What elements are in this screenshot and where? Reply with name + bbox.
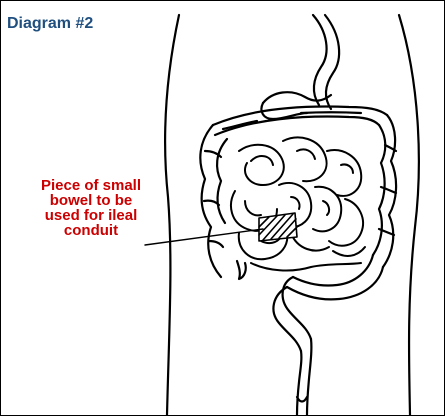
label-line: used for ileal [11,208,171,223]
sigmoid-colon [287,267,383,299]
label-line: conduit [11,223,171,238]
transverse-colon [213,107,387,125]
small-intestine-loops [231,137,365,270]
upper-tube [313,15,327,105]
label-line: Piece of small [11,178,171,193]
rectum [297,351,301,415]
highlighted-bowel-segment [259,213,297,241]
torso-right-outline [399,15,419,415]
stomach-outline [263,92,331,103]
appendix [237,261,246,279]
label-line: bowel to be [11,193,171,208]
bowel-segment-label: Piece of small bowel to be used for ilea… [11,178,171,238]
diagram-title: Diagram #2 [7,15,93,33]
